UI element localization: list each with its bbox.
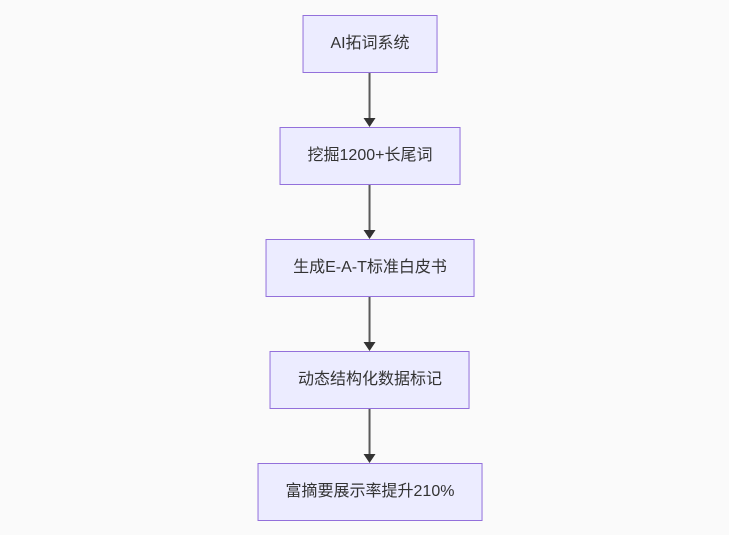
flowchart: AI拓词系统 挖掘1200+长尾词 生成E-A-T标准白皮书 动态结构化数据标记 [257, 15, 483, 521]
edge-connector-1 [364, 73, 376, 127]
edge-connector-4 [364, 409, 376, 463]
edge-line [369, 73, 371, 118]
edge-line [369, 297, 371, 342]
edge-connector-2 [364, 185, 376, 239]
node-label: AI拓词系统 [330, 35, 410, 52]
arrow-down-icon [364, 342, 376, 351]
flowchart-node-5: 富摘要展示率提升210% [257, 463, 483, 521]
flowchart-node-4: 动态结构化数据标记 [269, 351, 470, 409]
node-label: 动态结构化数据标记 [297, 371, 442, 388]
node-label: 生成E-A-T标准白皮书 [293, 259, 447, 276]
arrow-down-icon [364, 118, 376, 127]
arrow-down-icon [364, 454, 376, 463]
flowchart-node-1: AI拓词系统 [302, 15, 438, 73]
flowchart-node-2: 挖掘1200+长尾词 [279, 127, 461, 185]
flowchart-node-3: 生成E-A-T标准白皮书 [265, 239, 475, 297]
node-label: 富摘要展示率提升210% [285, 483, 455, 500]
node-label: 挖掘1200+长尾词 [307, 147, 433, 164]
arrow-down-icon [364, 230, 376, 239]
edge-connector-3 [364, 297, 376, 351]
edge-line [369, 185, 371, 230]
edge-line [369, 409, 371, 454]
